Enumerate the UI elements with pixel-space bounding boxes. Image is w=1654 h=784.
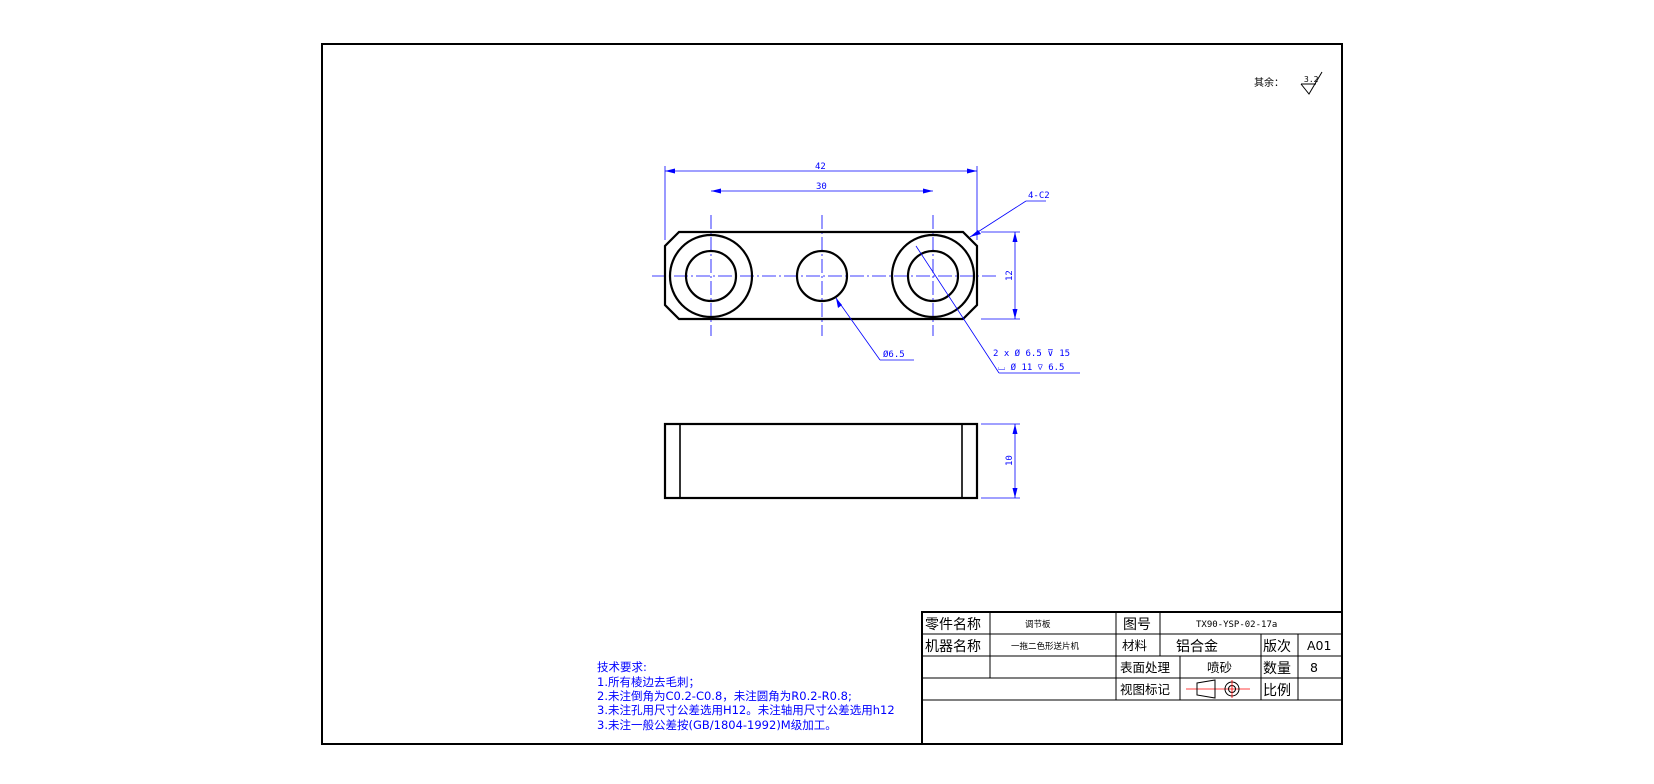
dimension-height-top: 12 xyxy=(981,231,1020,320)
side-view-outline xyxy=(663,422,979,500)
center-hole xyxy=(795,249,849,303)
technical-requirements: 技术要求: 1.所有棱边去毛刺； 2.未注倒角为C0.2-C0.8，未注圆角为R… xyxy=(597,660,895,732)
right-counterbore-inner xyxy=(906,249,960,303)
plate-outline xyxy=(663,230,979,321)
revision-label: 版次 xyxy=(1263,639,1291,655)
tech-req-item: 1.所有棱边去毛刺； xyxy=(597,675,700,689)
dimension-height-side: 10 xyxy=(981,423,1020,499)
surface-roughness-note: 其余： 3.2 xyxy=(1254,71,1323,95)
machine-name-label: 机器名称 xyxy=(925,639,981,655)
part-name-label: 零件名称 xyxy=(925,617,981,633)
leader-center-hole: Ø6.5 xyxy=(835,297,914,361)
drawing-frame xyxy=(321,43,1343,745)
dim-text-center-hole: Ø6.5 xyxy=(883,349,905,360)
dimension-overall-length: 42 xyxy=(664,162,978,240)
roughness-symbol xyxy=(1300,71,1323,95)
drawing-no-label: 图号 xyxy=(1123,617,1151,633)
dim-text-chamfer: 4-C2 xyxy=(1028,191,1050,201)
left-counterbore-outer xyxy=(668,233,754,319)
top-view xyxy=(652,215,998,336)
roughness-label: 其余： xyxy=(1254,76,1284,89)
part-name-value: 调节板 xyxy=(1025,619,1051,630)
quantity-label: 数量 xyxy=(1263,661,1291,677)
quantity-value: 8 xyxy=(1310,660,1318,675)
machine-name-value: 一拖二色形送片机 xyxy=(1011,641,1080,652)
revision-value: A01 xyxy=(1307,638,1331,653)
dimension-chamfer: 4-C2 xyxy=(969,191,1050,238)
dim-text-12: 12 xyxy=(1005,270,1015,281)
left-counterbore-inner xyxy=(684,249,738,303)
material-label: 材料 xyxy=(1122,638,1148,653)
title-block: 零件名称 调节板 图号 TX90-YSP-02-17a 机器名称 一拖二色形送片… xyxy=(921,611,1343,745)
dimension-hole-spacing: 30 xyxy=(711,182,933,194)
right-counterbore-outer xyxy=(890,233,976,319)
tech-req-item: 2.未注倒角为C0.2-C0.8，未注圆角为R0.2-R0.8; xyxy=(597,689,852,703)
tech-req-item: 3.未注孔用尺寸公差选用H12。未注轴用尺寸公差选用h12 xyxy=(597,703,895,717)
leader-counterbore: 2 x Ø 6.5 ⊽ 15 ⌴ Ø 11 ⊽ 6.5 xyxy=(915,245,1080,374)
scale-label: 比例 xyxy=(1263,683,1291,699)
dim-text-counterbore-1: 2 x Ø 6.5 ⊽ 15 xyxy=(993,348,1070,359)
dim-text-counterbore-2: ⌴ Ø 11 ⊽ 6.5 xyxy=(998,362,1064,373)
dim-text-30: 30 xyxy=(816,182,827,192)
roughness-value: 3.2 xyxy=(1304,75,1319,84)
dim-text-42: 42 xyxy=(815,162,826,172)
tech-req-title: 技术要求: xyxy=(597,660,647,674)
tech-req-item: 3.未注一般公差按(GB/1804-1992)M级加工。 xyxy=(597,718,837,732)
surface-treatment-value: 喷砂 xyxy=(1207,660,1232,675)
material-value: 铝合金 xyxy=(1176,639,1218,655)
dim-text-10: 10 xyxy=(1005,455,1015,466)
drawing-no-value: TX90-YSP-02-17a xyxy=(1196,620,1277,630)
view-mark-label: 视图标记 xyxy=(1120,682,1171,697)
projection-symbol-icon xyxy=(1186,679,1250,699)
surface-treatment-label: 表面处理 xyxy=(1120,660,1171,675)
side-view xyxy=(663,422,979,500)
